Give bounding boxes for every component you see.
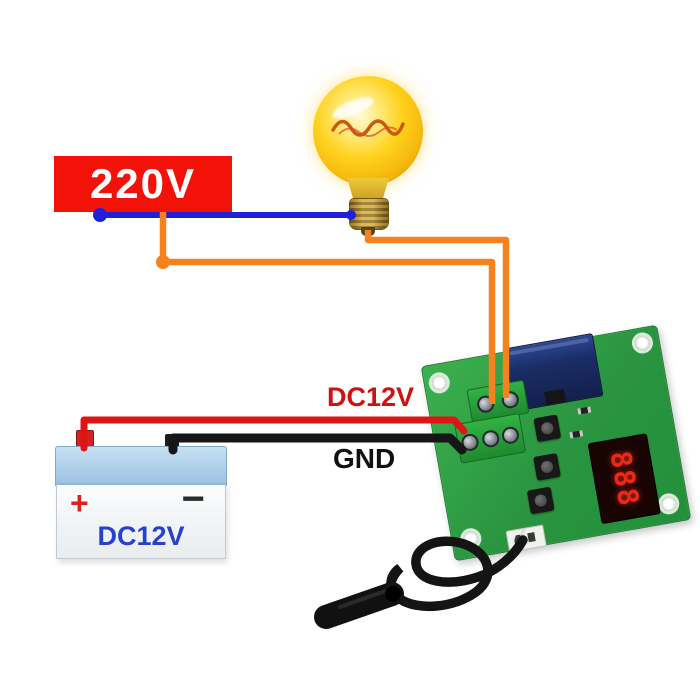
minus-button bbox=[526, 486, 555, 515]
mounting-hole bbox=[427, 370, 452, 396]
terminal-screw bbox=[480, 428, 501, 449]
mounting-hole bbox=[630, 330, 655, 356]
bulb-contact-tip bbox=[361, 227, 375, 236]
label-gnd: GND bbox=[333, 443, 396, 474]
ac-source-label: 220V bbox=[89, 160, 197, 207]
bulb-neck bbox=[347, 178, 389, 200]
label-dc12v: DC12V bbox=[327, 382, 415, 412]
battery-minus-mark: − bbox=[181, 477, 205, 521]
battery-body: + − DC12V bbox=[56, 477, 226, 559]
battery-plus-mark: + bbox=[70, 485, 89, 521]
thermostat-module-board: 888 bbox=[420, 324, 692, 562]
plus-button bbox=[533, 453, 561, 481]
ac-source-box: 220V bbox=[54, 156, 232, 212]
mounting-hole bbox=[458, 526, 483, 551]
wire-red-12v bbox=[80, 416, 468, 452]
sensor-connector bbox=[505, 524, 547, 553]
terminal-block-power bbox=[454, 412, 527, 464]
smd-resistor bbox=[569, 430, 584, 439]
bulb-screw-base bbox=[349, 198, 389, 230]
set-button bbox=[533, 414, 562, 443]
temp-sensor-probe bbox=[314, 582, 404, 629]
smd-resistor bbox=[577, 406, 592, 415]
probe-highlight bbox=[338, 588, 390, 609]
terminal-screw bbox=[476, 393, 496, 414]
display-digits: 888 bbox=[603, 447, 646, 510]
wire-junction-dot-orange bbox=[156, 255, 170, 269]
battery-voltage-label: DC12V bbox=[97, 521, 185, 551]
seven-segment-display: 888 bbox=[587, 433, 661, 525]
cable-probe-sleeve bbox=[385, 586, 401, 602]
terminal-screw bbox=[460, 432, 481, 452]
terminal-screw bbox=[500, 389, 520, 410]
bulb-filament-icon bbox=[331, 119, 405, 137]
terminal-screw bbox=[500, 424, 520, 445]
